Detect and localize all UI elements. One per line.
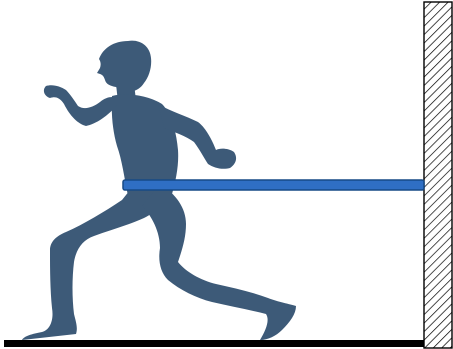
connecting-bar — [123, 180, 424, 190]
ground-line — [4, 340, 424, 347]
wall — [424, 2, 452, 348]
